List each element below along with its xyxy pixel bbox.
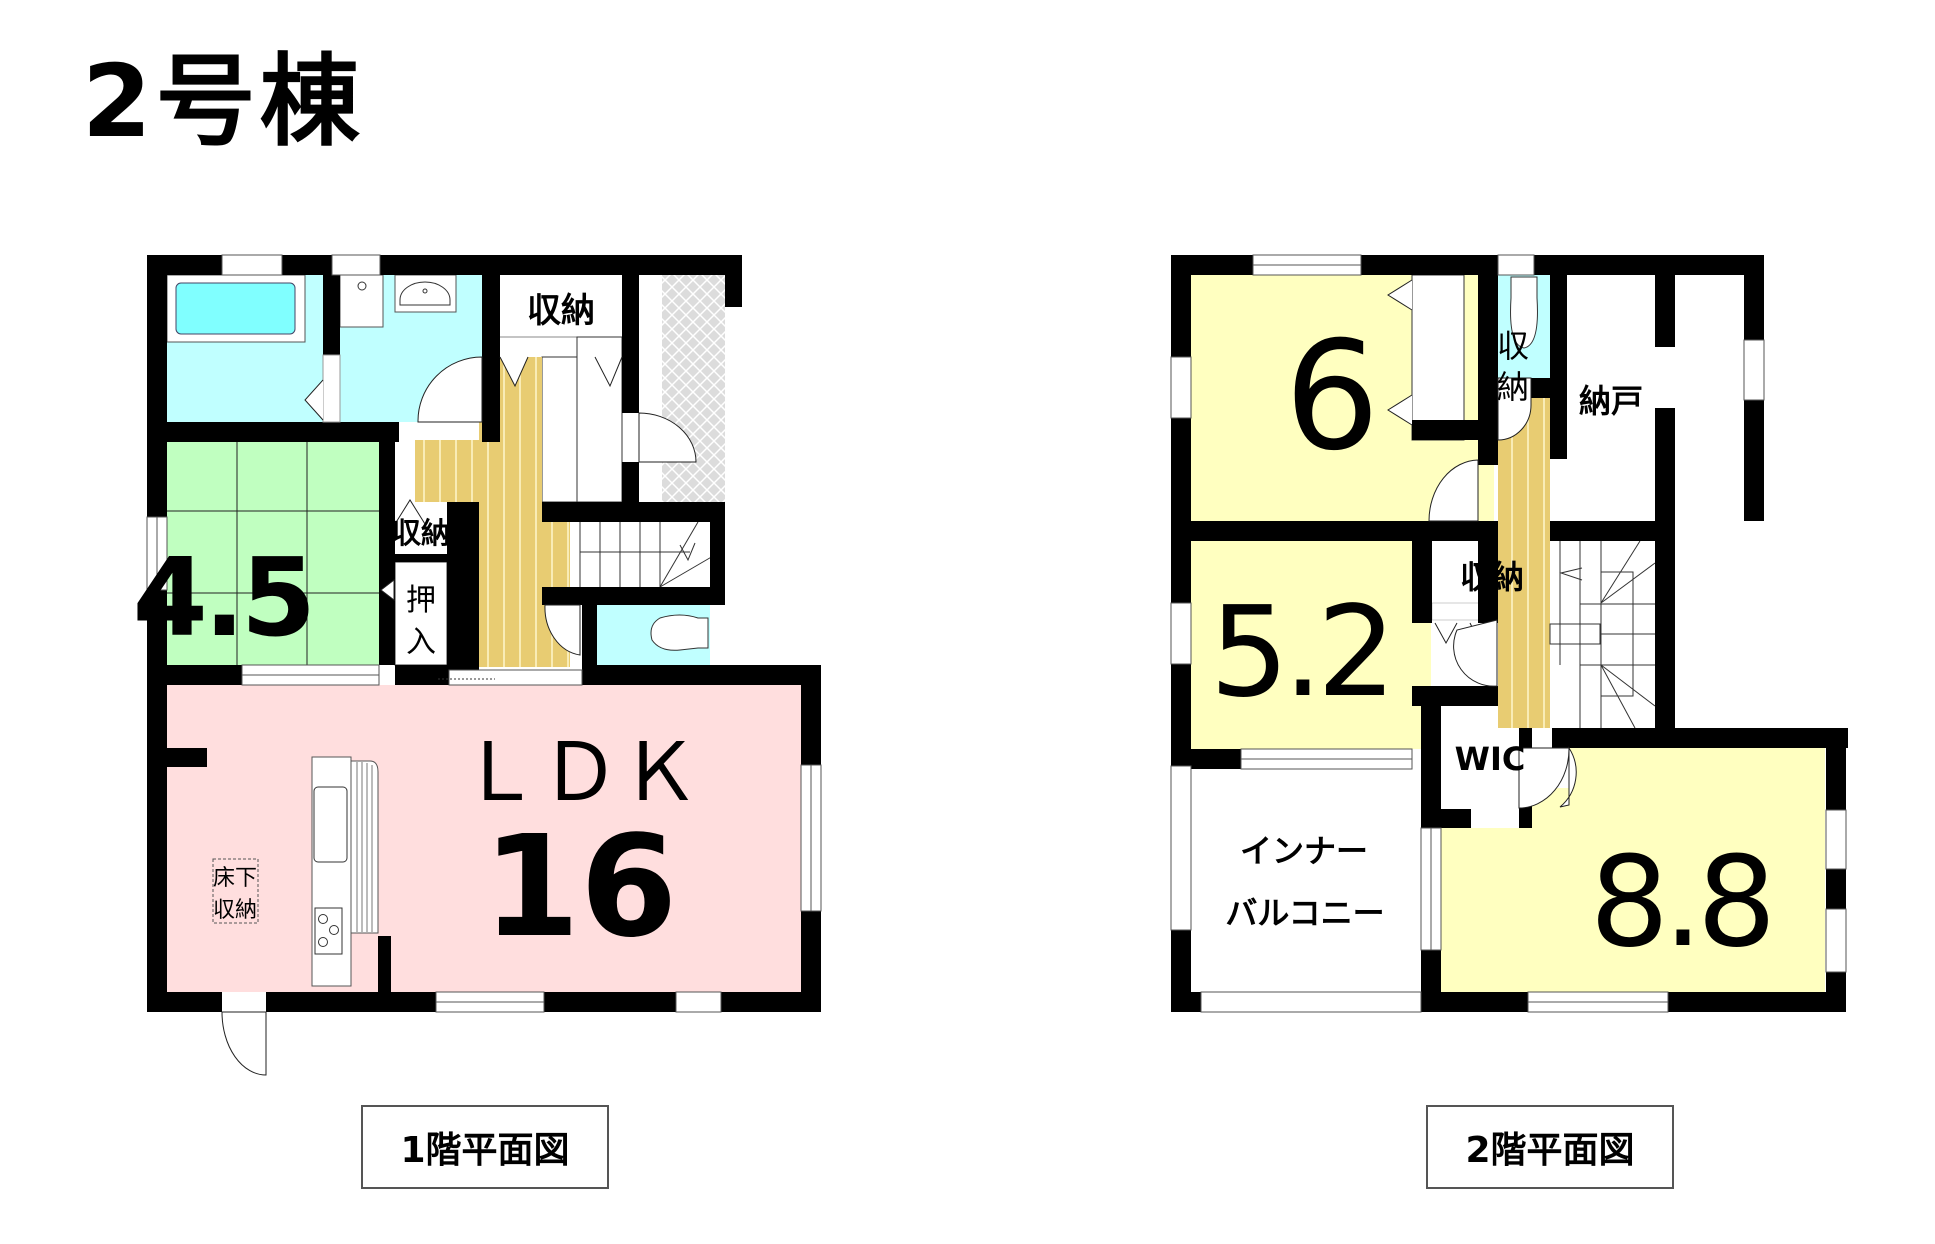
windows-2f	[1170, 254, 1847, 1013]
sink-icon	[399, 281, 451, 306]
tatami-room	[167, 442, 379, 665]
oshiire-label-1: 押	[406, 583, 436, 618]
underfloor-storage	[212, 858, 259, 924]
washitsu-size: 4.5	[133, 536, 312, 661]
underfloor-label-1: 床下	[213, 866, 257, 891]
balcony-label-1: インナー	[1240, 832, 1368, 870]
toilet-icon	[1510, 276, 1538, 349]
drain-icon	[357, 281, 367, 291]
floor1-plan: 4.5 収納 収納 押 入 ＬＤＫ 16 床下 収納	[133, 254, 822, 1076]
closet-6	[1411, 274, 1465, 441]
stair-lines-2f	[1549, 540, 1656, 729]
burner-icon	[318, 914, 328, 924]
washing-machine-space	[339, 274, 384, 328]
windows-1f	[146, 254, 822, 1013]
floor1-label: 1階平面図	[361, 1105, 609, 1189]
wic-label: WIC	[1455, 740, 1526, 778]
burner-icon	[318, 937, 328, 947]
bedroom-52	[1191, 541, 1431, 749]
burner-icon	[329, 925, 339, 935]
kitchen-bar-counter	[350, 760, 379, 934]
storage-top-label: 収納	[527, 291, 595, 331]
hallway-1f-branch	[415, 440, 479, 502]
genkan-hall	[541, 356, 578, 503]
tatami-lines	[167, 442, 379, 665]
storage-top	[500, 275, 622, 337]
floor2-plan: 6 収 納 納戸 収納 5.2 WIC インナー バルコニー 8.8	[1170, 254, 1848, 1013]
ldk-size: 16	[483, 806, 678, 969]
stair-lines	[579, 521, 721, 588]
doors-1f	[221, 354, 697, 1076]
bar-counter-lines	[356, 762, 373, 932]
floor2-label: 2階平面図	[1426, 1105, 1674, 1189]
storage-mid-label: 収納	[392, 516, 450, 550]
bathtub	[175, 282, 296, 335]
bedroom-88-size: 8.8	[1590, 830, 1771, 975]
building-title: 2号棟	[82, 43, 364, 160]
shoe-storage	[662, 275, 725, 502]
toilet-icon	[650, 614, 709, 651]
doors-2f	[1387, 279, 1577, 809]
ldk	[167, 685, 801, 992]
faucet-icon	[422, 288, 428, 294]
bedroom-52-size: 5.2	[1210, 580, 1391, 725]
balcony-label-2: バルコニー	[1225, 894, 1384, 932]
underfloor-label-2: 収納	[213, 898, 257, 923]
hallway-2f	[1498, 398, 1550, 728]
oshiire-label-2: 入	[406, 625, 436, 660]
bedroom-6-size: 6	[1284, 310, 1379, 484]
inner-balcony	[1191, 769, 1421, 992]
closet-6-label-2: 納	[1497, 368, 1529, 406]
ldk-name: ＬＤＫ	[460, 726, 700, 819]
nando	[1567, 275, 1655, 521]
nando-label: 納戸	[1579, 382, 1643, 420]
kitchen-sink	[313, 786, 348, 863]
closet-52-label: 収納	[1460, 558, 1524, 596]
closet-6-label-1: 収	[1497, 327, 1529, 365]
walls-1f	[147, 255, 821, 1012]
